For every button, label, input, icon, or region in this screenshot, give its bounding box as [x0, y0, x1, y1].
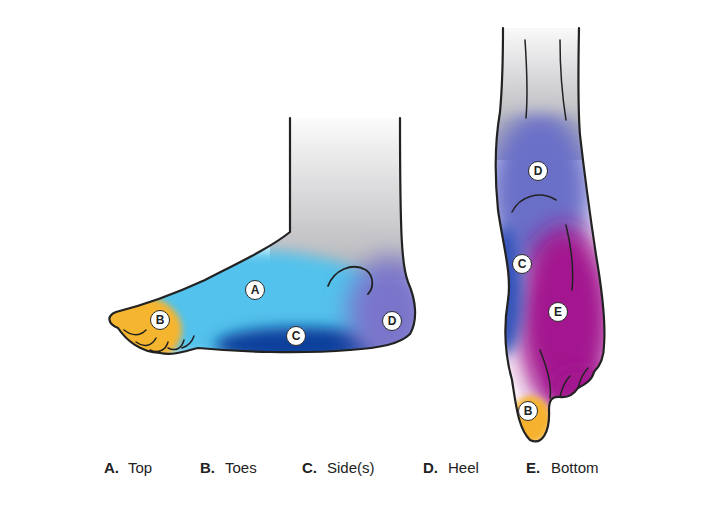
toes-callout: B	[518, 401, 538, 421]
key-letter: E.	[526, 459, 540, 477]
key-text: Side(s)	[327, 459, 375, 477]
side-callout: C	[512, 254, 532, 274]
toes-callout: B	[150, 310, 170, 330]
key-text: Bottom	[551, 459, 599, 477]
key-text: Top	[128, 459, 152, 477]
callout-letter: C	[292, 330, 301, 342]
key-text: Toes	[225, 459, 257, 477]
key-letter: B.	[200, 459, 215, 477]
key-letter: C.	[302, 459, 317, 477]
heel-callout: D	[382, 311, 402, 331]
callout-letter: D	[388, 315, 397, 327]
top-callout: A	[245, 280, 265, 300]
callout-letter: C	[518, 258, 527, 270]
callout-letter: B	[524, 405, 533, 417]
callout-letter: B	[156, 314, 165, 326]
callout-letter: A	[251, 284, 260, 296]
callout-letter: E	[554, 306, 562, 318]
side-callout: C	[286, 326, 306, 346]
key-text: Heel	[448, 459, 479, 477]
key-letter: A.	[104, 459, 119, 477]
key-letter: D.	[423, 459, 438, 477]
heel-callout: D	[528, 161, 548, 181]
bottom-callout: E	[548, 302, 568, 322]
callout-letter: D	[534, 165, 543, 177]
